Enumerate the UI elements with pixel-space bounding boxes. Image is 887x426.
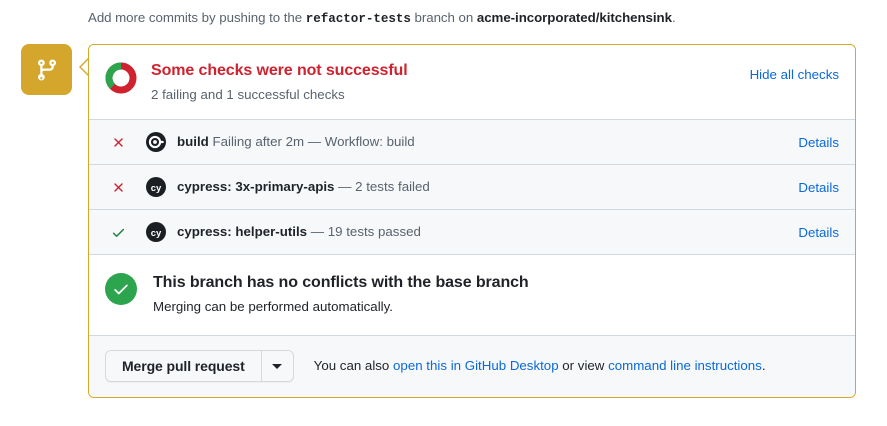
check-row-text: cypress: helper-utils — 19 tests passed	[177, 222, 798, 242]
check-description: — 2 tests failed	[338, 179, 430, 194]
push-commits-notice: Add more commits by pushing to the refac…	[88, 8, 676, 29]
check-description: Failing after 2m — Workflow: build	[212, 134, 415, 149]
checks-status-subtitle: 2 failing and 1 successful checks	[151, 87, 345, 102]
merge-options-dropdown-button[interactable]	[260, 351, 293, 381]
push-notice-suffix: .	[671, 10, 676, 25]
cypress-icon: cy	[146, 222, 166, 242]
check-row-text: build Failing after 2m — Workflow: build	[177, 132, 798, 152]
merge-hint-suffix: .	[761, 358, 766, 373]
open-in-github-desktop-link[interactable]: open this in GitHub Desktop	[393, 358, 559, 373]
chevron-down-icon	[272, 363, 283, 369]
merge-conflicts-title: This branch has no conflicts with the ba…	[153, 274, 529, 291]
cypress-icon: cy	[146, 177, 166, 197]
check-details-link[interactable]: Details	[798, 224, 839, 240]
github-actions-icon	[146, 132, 166, 152]
svg-text:cy: cy	[151, 228, 162, 239]
check-row-text: cypress: 3x-primary-apis — 2 tests faile…	[177, 177, 798, 197]
merge-conflicts-section: This branch has no conflicts with the ba…	[89, 254, 855, 335]
check-name: cypress: 3x-primary-apis	[177, 179, 335, 194]
timeline-badge	[21, 44, 72, 95]
checks-list: build Failing after 2m — Workflow: build…	[89, 119, 855, 254]
merge-conflicts-subtitle: Merging can be performed automatically.	[153, 299, 393, 314]
check-name: build	[177, 134, 209, 149]
merge-hint-middle: or view	[558, 358, 609, 373]
command-line-instructions-link[interactable]: command line instructions	[608, 358, 762, 373]
merge-button-group: Merge pull request	[105, 350, 294, 382]
checks-status-header: Some checks were not successful 2 failin…	[89, 45, 855, 119]
hide-all-checks-link[interactable]: Hide all checks	[749, 67, 839, 82]
merge-conflicts-texts: This branch has no conflicts with the ba…	[153, 272, 529, 317]
check-name: cypress: helper-utils	[177, 224, 308, 239]
svg-text:cy: cy	[151, 183, 162, 194]
check-row[interactable]: cy cypress: 3x-primary-apis — 2 tests fa…	[89, 164, 855, 209]
merge-hint-prefix: You can also	[313, 358, 394, 373]
check-icon	[111, 225, 133, 240]
check-row[interactable]: build Failing after 2m — Workflow: build…	[89, 119, 855, 164]
checks-donut-icon	[105, 62, 137, 94]
check-row[interactable]: cy cypress: helper-utils — 19 tests pass…	[89, 209, 855, 254]
branch-name: refactor-tests	[305, 12, 411, 26]
push-notice-middle: branch on	[410, 10, 477, 25]
repository-name: acme-incorporated/kitchensink	[476, 10, 672, 25]
check-details-link[interactable]: Details	[798, 179, 839, 195]
check-description: — 19 tests passed	[310, 224, 421, 239]
checks-status-title: Some checks were not successful	[151, 62, 408, 79]
x-icon	[111, 135, 133, 150]
check-circle-icon	[105, 273, 137, 305]
merge-hint-text: You can also open this in GitHub Desktop…	[314, 356, 766, 376]
merge-pull-request-button[interactable]: Merge pull request	[106, 351, 261, 381]
badge-pointer-inner	[81, 58, 90, 76]
merge-footer: Merge pull request You can also open thi…	[89, 335, 855, 397]
git-branch-icon	[35, 58, 59, 82]
checks-status-texts: Some checks were not successful 2 failin…	[151, 60, 750, 105]
merge-status-panel: Some checks were not successful 2 failin…	[88, 44, 856, 398]
check-details-link[interactable]: Details	[798, 134, 839, 150]
x-icon	[111, 180, 133, 195]
push-notice-prefix: Add more commits by pushing to the	[88, 10, 306, 25]
